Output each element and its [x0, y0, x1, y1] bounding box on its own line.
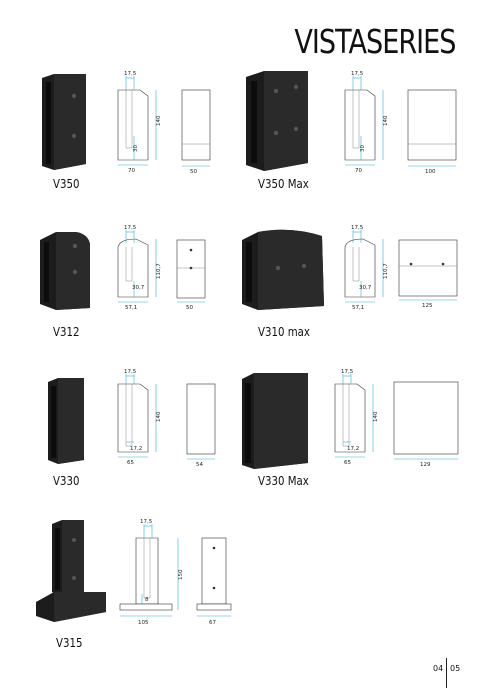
v330-dim-front-width: 54	[196, 462, 203, 468]
v330max-dim-depth: 17,2	[347, 446, 359, 452]
v310max-product-photo	[242, 229, 324, 310]
v312-dim-height: 110,7	[156, 263, 162, 279]
v330max-dim-front-width: 129	[420, 462, 431, 468]
v350-product-photo	[42, 74, 86, 170]
v330-front-drawing: 54	[186, 383, 216, 468]
v310max-dim-front-width: 125	[422, 303, 433, 309]
v330-dim-width: 65	[127, 460, 134, 466]
v310max-front-drawing: 125	[398, 239, 458, 309]
v330max-front-drawing: 129	[393, 381, 459, 468]
v350max-product-photo	[246, 71, 308, 171]
v350-dim-front-width: 50	[190, 169, 197, 175]
v310max-dim-gap: 17,5	[351, 225, 364, 231]
v350max-dim-width: 70	[355, 168, 362, 174]
v312-side-drawing: 17,5 110,7 30,7 57,1	[117, 225, 162, 311]
v310max-label: V310 max	[258, 325, 310, 339]
v312-product-photo	[40, 232, 90, 310]
v312-dim-gap: 17,5	[124, 225, 137, 231]
v330max-product-photo	[242, 373, 308, 469]
v350-dim-gap: 17,5	[124, 71, 137, 77]
v350max-dim-front-width: 100	[425, 169, 436, 175]
v315-label: V315	[56, 636, 83, 650]
v315-front-drawing: 67	[196, 537, 232, 626]
v315-product-photo	[36, 520, 106, 622]
v310max-side-drawing: 17,5 110,7 30,7 57,1	[344, 225, 389, 311]
v350max-front-drawing: 100	[407, 89, 457, 175]
v312-dim-depth: 30,7	[132, 285, 145, 291]
page-number-divider	[446, 658, 447, 688]
v350max-label: V350 Max	[258, 177, 309, 191]
v350-dim-width: 70	[128, 168, 135, 174]
v310max-dim-width: 57,1	[352, 305, 364, 311]
v350max-dim-height: 140	[383, 115, 389, 126]
v350max-dim-depth: 30	[360, 145, 366, 152]
v330-label: V330	[53, 474, 80, 488]
v350max-dim-gap: 17,5	[351, 71, 364, 77]
v330max-side-drawing: 17,5 140 17,2 65	[334, 369, 379, 466]
v315-dim-front-width: 67	[209, 620, 216, 626]
v330-side-drawing: 17,5 140 17,2 65	[117, 369, 162, 466]
v312-dim-width: 57,1	[125, 305, 137, 311]
v315-dim-depth: 8	[145, 597, 149, 603]
page-number-left: 04	[433, 664, 444, 673]
v315-side-drawing: 17,5 150 8 105	[119, 519, 184, 626]
v315-dim-gap: 17,5	[140, 519, 153, 525]
v315-dim-height: 150	[178, 569, 184, 580]
page-number-right: 05	[450, 664, 461, 673]
v350-label: V350	[53, 177, 80, 191]
v330max-dim-width: 65	[344, 460, 351, 466]
v310max-dim-height: 110,7	[383, 263, 389, 279]
v330max-label: V330 Max	[258, 474, 309, 488]
v350-side-drawing: 17,5 140 30 70	[117, 71, 162, 174]
v312-label: V312	[53, 325, 80, 339]
series-title: VISTASERIES	[293, 22, 456, 61]
v330max-dim-gap: 17,5	[341, 369, 354, 375]
v350-dim-depth: 30	[133, 145, 139, 152]
v350max-side-drawing: 17,5 140 30 70	[344, 71, 389, 174]
v330max-dim-height: 140	[373, 411, 379, 422]
v330-dim-depth: 17,2	[130, 446, 142, 452]
v350-front-drawing: 50	[181, 89, 211, 175]
v330-dim-height: 140	[156, 411, 162, 422]
v310max-dim-depth: 30,7	[359, 285, 372, 291]
v312-dim-front-width: 50	[186, 305, 193, 311]
v350-dim-height: 140	[156, 115, 162, 126]
v312-front-drawing: 50	[176, 239, 206, 311]
v330-product-photo	[48, 378, 84, 464]
v330-dim-gap: 17,5	[124, 369, 137, 375]
v315-dim-width: 105	[138, 620, 149, 626]
